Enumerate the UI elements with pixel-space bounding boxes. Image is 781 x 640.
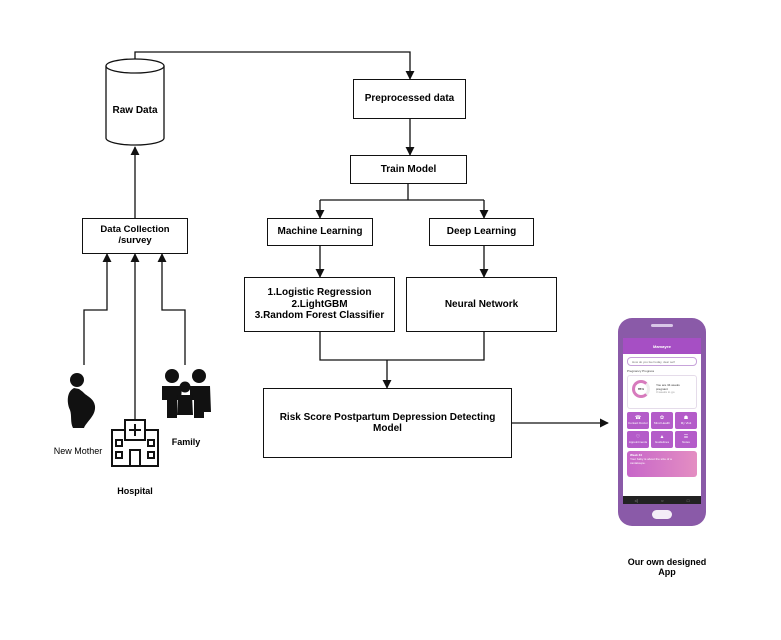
app-tile: ☰Notes xyxy=(675,431,697,448)
progress-line-2: pregnant xyxy=(656,386,668,391)
banner-text: Your baby is about the size of a cantalo… xyxy=(630,457,672,465)
progress-percent: 85% xyxy=(637,387,644,391)
app-week-banner: Week 34 Your baby is about the size of a… xyxy=(627,451,697,477)
tile-icon: ▲ xyxy=(659,434,665,440)
banner-title: Week 34 xyxy=(630,453,642,457)
edge-merge-to-risk xyxy=(319,332,485,388)
app-tile: ☗My Visit xyxy=(675,412,697,429)
home-icon: ○ xyxy=(661,497,664,503)
tile-label: Contact Doctor xyxy=(627,421,648,425)
edge-train-split xyxy=(320,184,484,201)
new-mother-label: New Mother xyxy=(53,446,103,456)
android-nav-bar: ◁ ○ □ xyxy=(623,496,701,504)
train-model-box: Train Model xyxy=(350,155,467,184)
phone-screen: Mamayee How do you feel today, dear self… xyxy=(623,338,701,504)
app-tile: ♡Appointments xyxy=(627,431,649,448)
app-phone-mockup: Mamayee How do you feel today, dear self… xyxy=(618,318,706,526)
app-title: Mamayee xyxy=(652,343,671,349)
app-feature-grid: ☎Contact Doctor ✿Mind Health ☗My Visit ♡… xyxy=(627,412,697,448)
app-search-input: How do you feel today, dear self xyxy=(627,357,697,366)
hospital-icon xyxy=(111,419,159,467)
tile-icon: ♡ xyxy=(635,434,641,440)
app-tile: ☎Contact Doctor xyxy=(627,412,649,429)
ml-models-box: 1.Logistic Regression 2.LightGBM 3.Rando… xyxy=(244,277,395,332)
tile-icon: ☗ xyxy=(683,415,689,421)
progress-ring: 85% xyxy=(632,380,650,398)
hospital-label: Hospital xyxy=(117,486,153,496)
data-collection-box: Data Collection /survey xyxy=(82,218,188,254)
neural-network-box: Neural Network xyxy=(406,277,557,332)
tile-icon: ☎ xyxy=(634,415,642,421)
raw-data-label: Raw Data xyxy=(112,105,158,116)
pregnant-woman-icon xyxy=(67,373,96,428)
tile-label: Guidelines xyxy=(654,440,670,444)
raw-data-cylinder xyxy=(105,58,165,146)
app-caption: Our own designed App xyxy=(627,557,707,577)
machine-learning-box: Machine Learning xyxy=(267,218,373,246)
risk-score-model-box: Risk Score Postpartum Depression Detecti… xyxy=(263,388,512,458)
edge-family-to-collection xyxy=(157,253,186,365)
recents-icon: □ xyxy=(686,497,690,503)
edge-raw-to-preprocessed xyxy=(134,51,415,80)
pregnancy-progress-card: 85% You are 34 weeks pregnant 3 weeks to… xyxy=(627,375,697,409)
phone-speaker xyxy=(651,324,673,327)
app-tile: ▲Guidelines xyxy=(651,431,673,448)
tile-label: Notes xyxy=(682,440,690,444)
deep-learning-box: Deep Learning xyxy=(429,218,534,246)
progress-text: You are 34 weeks pregnant 3 weeks to go xyxy=(656,383,680,395)
app-search-placeholder: How do you feel today, dear self xyxy=(632,359,675,364)
progress-line-1: You are 34 weeks xyxy=(656,383,680,387)
family-icon xyxy=(162,369,211,418)
tile-label: My Visit xyxy=(680,421,692,425)
tile-icon: ✿ xyxy=(659,415,665,421)
app-title-bar: Mamayee xyxy=(623,338,701,354)
family-label: Family xyxy=(171,437,201,447)
app-tile: ✿Mind Health xyxy=(651,412,673,429)
tile-label: Mind Health xyxy=(653,421,670,425)
tile-label: Appointments xyxy=(628,440,648,444)
phone-home-button xyxy=(652,510,672,519)
progress-line-3: 3 weeks to go xyxy=(656,390,675,395)
tile-icon: ☰ xyxy=(683,434,689,440)
preprocessed-data-box: Preprocessed data xyxy=(353,79,466,119)
app-section-title: Pregnancy Progress xyxy=(627,369,655,373)
back-icon: ◁ xyxy=(634,497,638,503)
edge-mother-to-collection xyxy=(83,253,112,365)
